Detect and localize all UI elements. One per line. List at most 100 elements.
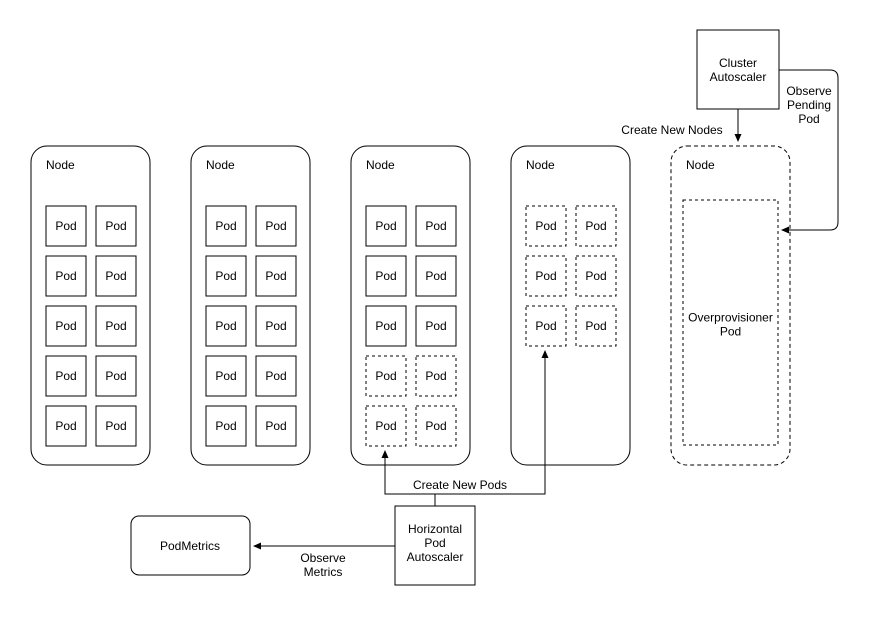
pod: Pod (255, 355, 297, 397)
pod-label: Pod (55, 369, 76, 383)
node-label: Node (366, 158, 395, 172)
pod-box (365, 405, 407, 447)
pod: Pod (575, 255, 617, 297)
pod-box (365, 305, 407, 347)
pod-label: Pod (105, 369, 126, 383)
edge-label-observe-2: Pending (787, 98, 831, 112)
pod: Pod (45, 205, 87, 247)
pod-label: Pod (55, 319, 76, 333)
pod-box (365, 355, 407, 397)
hpa-line-1: Horizontal (408, 522, 462, 536)
edge-label-create-new-pods: Create New Pods (413, 478, 507, 492)
hpa-line-2: Pod (424, 536, 445, 550)
node-label: Node (526, 158, 555, 172)
pod-label: Pod (375, 319, 396, 333)
edge-label-observe-metrics-2: Metrics (304, 565, 343, 579)
pod: Pod (95, 205, 137, 247)
pod: Pod (255, 405, 297, 447)
cluster-autoscaler: Cluster Autoscaler (696, 29, 780, 110)
pod: Pod (365, 255, 407, 297)
pod-box (205, 255, 247, 297)
pod-label: Pod (425, 369, 446, 383)
pod-metrics: PodMetrics (130, 515, 251, 576)
pod: Pod (365, 205, 407, 247)
horizontal-pod-autoscaler: Horizontal Pod Autoscaler (394, 505, 476, 586)
pod-box (45, 355, 87, 397)
hpa-line-3: Autoscaler (407, 550, 464, 564)
pod-box (205, 205, 247, 247)
pod-label: Pod (105, 269, 126, 283)
pod-label: Pod (425, 419, 446, 433)
pod: Pod (415, 405, 457, 447)
pod-box (95, 205, 137, 247)
pod: Pod (575, 205, 617, 247)
overprovisioner-label-1: Overprovisioner (688, 311, 773, 325)
pod-label: Pod (215, 419, 236, 433)
pod: Pod (45, 405, 87, 447)
pod: Pod (255, 205, 297, 247)
pod-label: Pod (105, 419, 126, 433)
pod-label: Pod (535, 219, 556, 233)
pod-label: Pod (425, 219, 446, 233)
pod-box (255, 305, 297, 347)
pod-box (575, 255, 617, 297)
pod-box (95, 405, 137, 447)
pod: Pod (525, 205, 567, 247)
pod: Pod (205, 405, 247, 447)
edge-create-new-pods: Create New Pods (381, 350, 549, 506)
pod-box (525, 255, 567, 297)
pod-label: Pod (425, 319, 446, 333)
pod-label: Pod (375, 219, 396, 233)
pod-box (205, 405, 247, 447)
edge-label-observe-metrics-1: Observe (300, 551, 346, 565)
pod-label: Pod (535, 269, 556, 283)
pod-box (205, 355, 247, 397)
pod-label: Pod (375, 269, 396, 283)
edge-label-observe-3: Pod (798, 112, 819, 126)
pod: Pod (205, 355, 247, 397)
edge-observe-metrics: Observe Metrics (253, 542, 395, 579)
edge-label-create-new-nodes: Create New Nodes (621, 123, 722, 137)
cluster-autoscaler-line-1: Cluster (719, 56, 757, 70)
pod-label: Pod (585, 319, 606, 333)
pod-label: Pod (215, 319, 236, 333)
pod-box (95, 255, 137, 297)
pod-box (45, 255, 87, 297)
pod-label: Pod (375, 419, 396, 433)
pod-box (95, 355, 137, 397)
pod: Pod (205, 205, 247, 247)
pod-label: Pod (215, 269, 236, 283)
edge-label-observe-1: Observe (786, 84, 832, 98)
pod-label: Pod (55, 219, 76, 233)
pod-label: Pod (265, 219, 286, 233)
pod: Pod (255, 255, 297, 297)
pod-label: Pod (105, 219, 126, 233)
pod-box (45, 305, 87, 347)
pod: Pod (365, 355, 407, 397)
pod: Pod (95, 405, 137, 447)
pod-box (415, 355, 457, 397)
pod: Pod (45, 255, 87, 297)
edge-observe-pending-pod: Observe Pending Pod (779, 69, 839, 234)
pod: Pod (45, 355, 87, 397)
pod-label: Pod (55, 269, 76, 283)
pod: Pod (415, 205, 457, 247)
pod: Pod (45, 305, 87, 347)
pod: Pod (95, 355, 137, 397)
pod: Pod (205, 305, 247, 347)
pod: Pod (415, 355, 457, 397)
pod-label: Pod (265, 419, 286, 433)
pod-label: Pod (265, 319, 286, 333)
pod: Pod (365, 305, 407, 347)
pod-metrics-label: PodMetrics (160, 539, 220, 553)
pod-box (205, 305, 247, 347)
pod-label: Pod (585, 269, 606, 283)
pod-box (415, 405, 457, 447)
